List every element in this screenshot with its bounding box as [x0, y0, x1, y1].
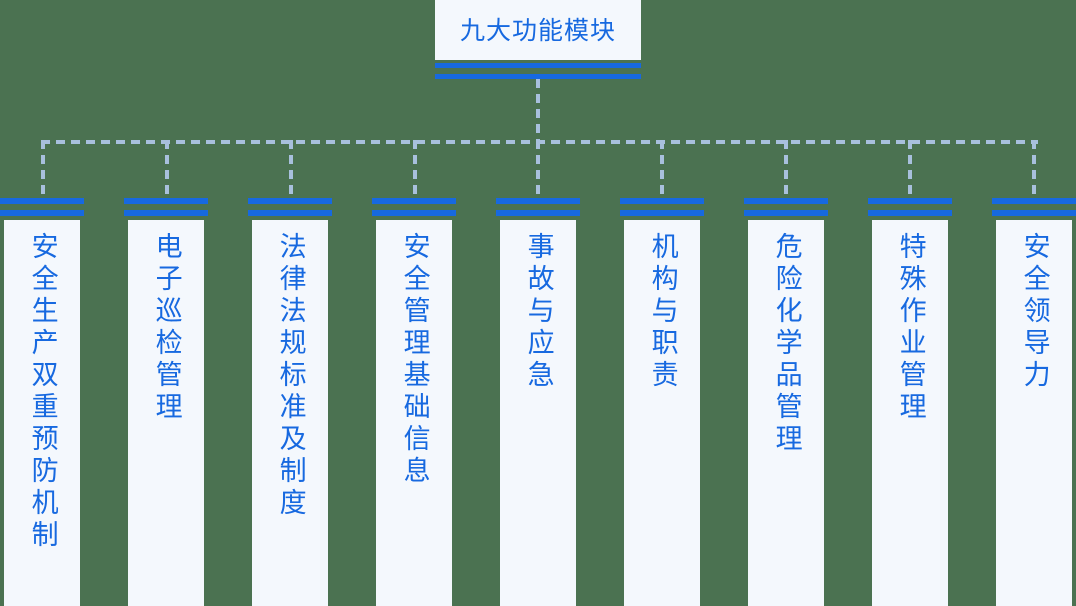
- root-node-underline-bottom: [435, 74, 641, 79]
- module-bar-bottom-6: [620, 210, 704, 216]
- module-bar-top-1: [0, 198, 84, 204]
- connector-drop-2: [165, 140, 169, 198]
- module-label-6: 机构与职责: [646, 232, 678, 392]
- module-bar-top-2: [124, 198, 208, 204]
- module-bar-bottom-2: [124, 210, 208, 216]
- module-box-3: 法律法规标准及制度: [252, 220, 328, 606]
- module-label-2: 电子巡检管理: [150, 232, 182, 424]
- module-node-7[interactable]: 危险化学品管理: [744, 198, 828, 606]
- module-bar-bottom-7: [744, 210, 828, 216]
- module-node-9[interactable]: 安全领导力: [992, 198, 1076, 606]
- module-box-6: 机构与职责: [624, 220, 700, 606]
- root-node-underline-top: [435, 63, 641, 68]
- module-bar-bottom-9: [992, 210, 1076, 216]
- module-node-1[interactable]: 安全生产双重预防机制: [0, 198, 84, 606]
- root-node-label: 九大功能模块: [459, 15, 616, 45]
- connector-drop-5: [536, 140, 540, 198]
- module-bar-top-3: [248, 198, 332, 204]
- module-box-4: 安全管理基础信息: [376, 220, 452, 606]
- module-bar-top-9: [992, 198, 1076, 204]
- module-bar-bottom-8: [868, 210, 952, 216]
- connector-drop-7: [784, 140, 788, 198]
- module-node-3[interactable]: 法律法规标准及制度: [248, 198, 332, 606]
- module-bar-bottom-4: [372, 210, 456, 216]
- module-bar-bottom-1: [0, 210, 84, 216]
- module-node-5[interactable]: 事故与应急: [496, 198, 580, 606]
- module-bar-bottom-3: [248, 210, 332, 216]
- module-label-4: 安全管理基础信息: [398, 232, 430, 488]
- connector-drop-4: [413, 140, 417, 198]
- module-box-1: 安全生产双重预防机制: [4, 220, 80, 606]
- module-label-1: 安全生产双重预防机制: [26, 232, 58, 552]
- module-node-4[interactable]: 安全管理基础信息: [372, 198, 456, 606]
- module-bar-top-5: [496, 198, 580, 204]
- module-box-2: 电子巡检管理: [128, 220, 204, 606]
- module-bar-top-8: [868, 198, 952, 204]
- module-bar-top-7: [744, 198, 828, 204]
- module-label-7: 危险化学品管理: [770, 232, 802, 456]
- module-box-5: 事故与应急: [500, 220, 576, 606]
- module-node-2[interactable]: 电子巡检管理: [124, 198, 208, 606]
- module-bar-top-6: [620, 198, 704, 204]
- connector-drop-1: [41, 140, 45, 198]
- module-node-6[interactable]: 机构与职责: [620, 198, 704, 606]
- module-box-9: 安全领导力: [996, 220, 1072, 606]
- module-label-8: 特殊作业管理: [894, 232, 926, 424]
- module-bar-top-4: [372, 198, 456, 204]
- module-label-3: 法律法规标准及制度: [274, 232, 306, 520]
- module-node-8[interactable]: 特殊作业管理: [868, 198, 952, 606]
- connector-trunk-vertical: [536, 79, 540, 141]
- module-bar-bottom-5: [496, 210, 580, 216]
- connector-drop-6: [660, 140, 664, 198]
- connector-drop-9: [1032, 140, 1036, 198]
- module-label-5: 事故与应急: [522, 232, 554, 392]
- module-label-9: 安全领导力: [1018, 232, 1050, 392]
- module-box-7: 危险化学品管理: [748, 220, 824, 606]
- root-node[interactable]: 九大功能模块: [435, 0, 641, 60]
- connector-drop-8: [908, 140, 912, 198]
- module-box-8: 特殊作业管理: [872, 220, 948, 606]
- connector-drop-3: [289, 140, 293, 198]
